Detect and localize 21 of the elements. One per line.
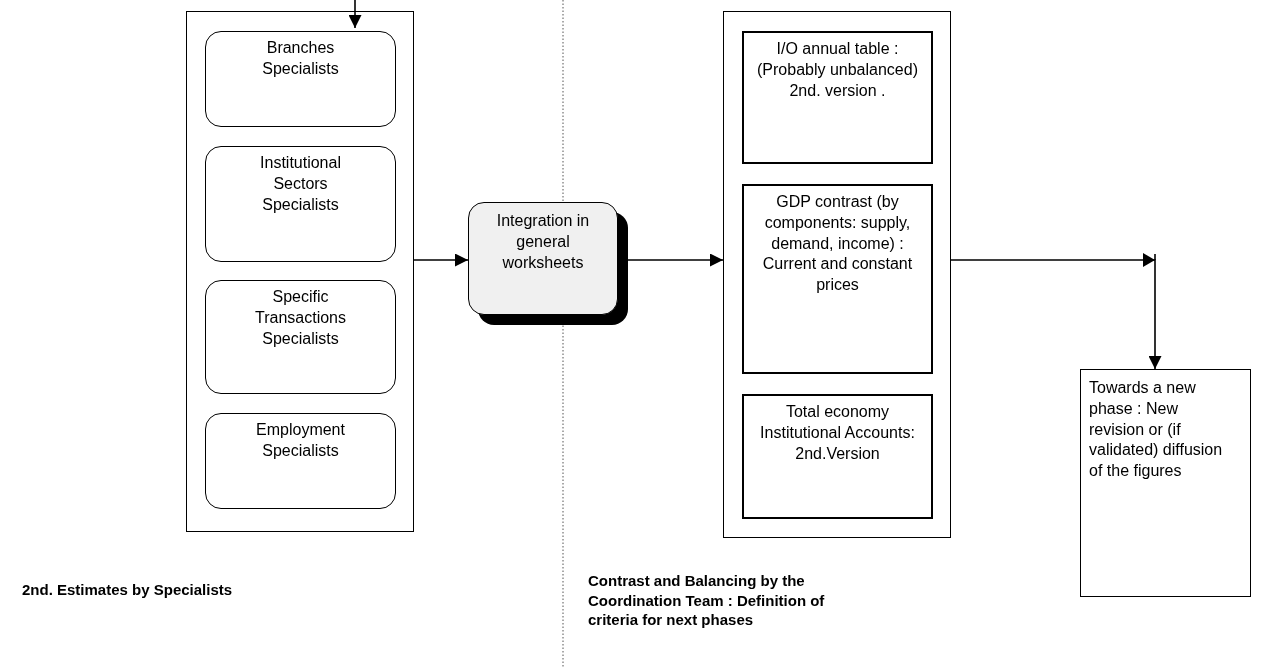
section-caption: Contrast and Balancing by the Coordination Team : Definition of criteria for next phases xyxy=(588,571,826,630)
node-text: Towards a new phase : New revision or (if validated) diffusion of the figures xyxy=(1089,378,1224,482)
rounded-process-box xyxy=(205,31,396,127)
rounded-process-box xyxy=(205,413,396,509)
node-text: Integration in general worksheets xyxy=(495,211,591,273)
group-frame xyxy=(186,11,414,532)
group-frame xyxy=(723,11,951,538)
node-text: Branches Specialists xyxy=(261,38,340,79)
process-box xyxy=(742,394,933,519)
node-text: Institutional Sectors Specialists xyxy=(259,153,342,215)
node-text: I/O annual table : (Probably unbalanced) 2nd. version . xyxy=(756,39,919,101)
node-text: Total economy Institutional Accounts: 2nd.Version xyxy=(759,402,916,464)
node-text: GDP contrast (by components: supply, demand, income) : Current and constant prices xyxy=(761,192,914,296)
process-box xyxy=(742,31,933,164)
node-text: Employment Specialists xyxy=(255,420,346,461)
rounded-process-box xyxy=(205,280,396,394)
process-box xyxy=(1080,369,1251,597)
section-caption: 2nd. Estimates by Specialists xyxy=(22,580,234,600)
node-text: Specific Transactions Specialists xyxy=(254,287,347,349)
process-box xyxy=(742,184,933,374)
rounded-process-box xyxy=(205,146,396,262)
